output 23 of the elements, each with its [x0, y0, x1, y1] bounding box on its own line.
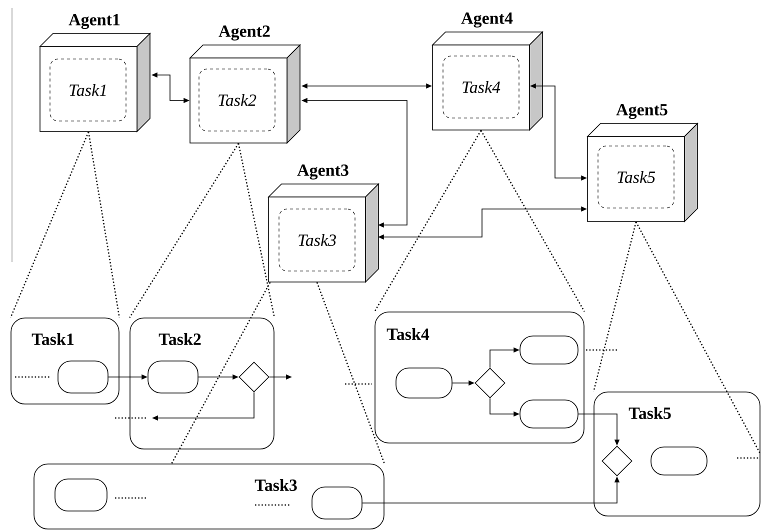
task-box: Task2 — [198, 68, 276, 132]
agent-label: Agent1 — [68, 14, 120, 29]
agent-label: Agent2 — [218, 26, 270, 40]
decision-diamond — [602, 446, 632, 476]
agent-label: Agent3 — [297, 164, 348, 180]
decision-diamond — [474, 368, 506, 398]
task-panel: Task3 — [34, 464, 384, 530]
task-box: Task1 — [50, 58, 126, 122]
task-panel: Task2 — [130, 318, 274, 450]
task-box: Task3 — [278, 208, 356, 272]
task-box: Task4 — [442, 56, 520, 118]
zoom-line — [128, 142, 276, 318]
agent-label: Agent4 — [461, 12, 513, 28]
task-box: Task5 — [598, 146, 674, 208]
zoom-line — [170, 282, 386, 464]
agent-label: Agent5 — [616, 104, 668, 119]
zoom-line — [374, 130, 586, 312]
task-panel: Task5 — [594, 392, 760, 516]
task-panel: Task4 — [374, 312, 584, 444]
task-panel: Task1 — [10, 318, 120, 404]
decision-diamond — [238, 362, 270, 392]
zoom-line — [592, 221, 761, 455]
zoom-line — [10, 131, 120, 318]
